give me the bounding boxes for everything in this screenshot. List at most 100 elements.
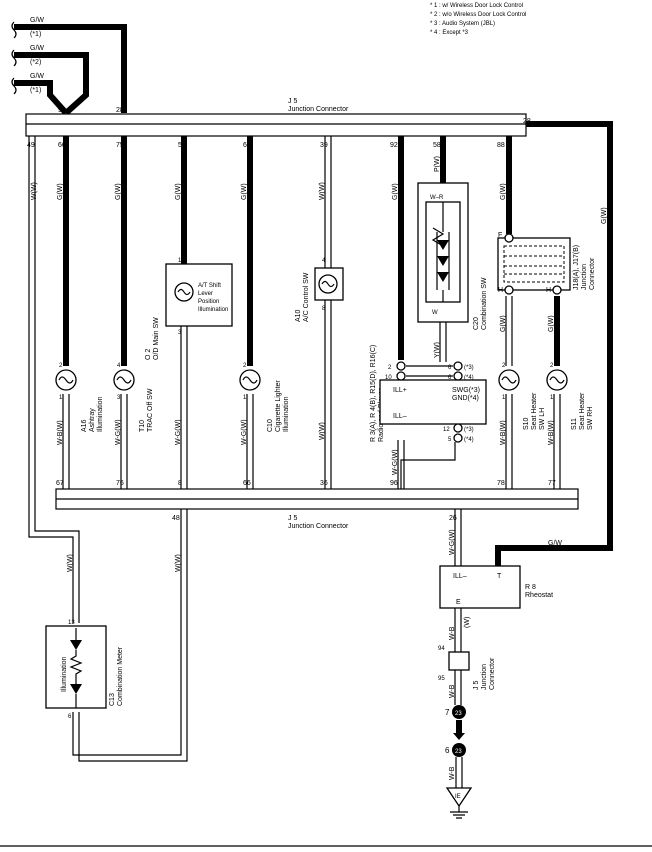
feed-2-wire: G/W (30, 45, 44, 52)
j18-pin-h: H (498, 287, 503, 294)
r8-t: T (497, 573, 502, 580)
feed-3-wire: G/W (30, 73, 44, 80)
radio-swg: SWG(*3) (452, 387, 480, 394)
s10-pin-2: 2 (502, 363, 506, 369)
pin-88: 88 (497, 142, 505, 149)
radio-cond-3b: (*3) (464, 427, 474, 433)
radio-pin-12: 12 (443, 427, 450, 433)
wire-label-yw: Y(W) (434, 342, 441, 358)
a16-name2: Illumination (97, 396, 104, 432)
bulbs (55, 369, 568, 391)
s11-bulb (546, 369, 568, 391)
r8-e: E (456, 599, 461, 606)
j5s-pin-95: 95 (438, 676, 445, 682)
pin-numbers: 2 1 4 3 2 1 1 3 4 8 2 1 2 1 (59, 258, 554, 401)
wire-label-wbw-508: W-B(W) (500, 420, 507, 445)
c13-name: Combination Meter (117, 646, 124, 706)
c13-ill: Illumination (61, 656, 68, 692)
pin-98: 98 (58, 107, 66, 114)
s11-pin-1: 1 (550, 395, 554, 401)
pin-36: 36 (320, 480, 328, 487)
top-junction-connector: J 5 Junction Connector 98 28 28 49 66 75… (25, 98, 531, 149)
pin-77: 77 (548, 480, 556, 487)
t10-bulb (113, 369, 135, 391)
wire-label-ww-328b: W(W) (319, 422, 326, 440)
r8-code: R 8 (525, 584, 536, 591)
j18-name: Junction (581, 264, 588, 290)
feed-1-wire: G/W (30, 17, 44, 24)
c13-pin-13: 13 (68, 620, 75, 626)
radio-ill-plus: ILL+ (393, 387, 407, 394)
wire-label-wgw-184: W-G(W) (175, 419, 182, 445)
wire-label-gw-400: G(W) (392, 183, 399, 200)
wire-label-gw2: G/W (548, 540, 562, 547)
wire-label-wgw-124: W-G(W) (115, 419, 122, 445)
a16-pin-2: 2 (59, 363, 63, 369)
pin-65: 65 (243, 142, 251, 149)
radio-pin-2: 2 (388, 365, 392, 371)
wire-label-wbw-66: W-B(W) (57, 420, 64, 445)
r8-ill: ILL– (453, 573, 467, 580)
j5s-pin-94: 94 (438, 646, 445, 652)
splice-pin-6: 6 (445, 746, 450, 755)
note-2: * 2 : w/o Wireless Door Lock Control (430, 12, 526, 18)
j18-pin-h2: H (546, 287, 551, 294)
splice-pin-7: 7 (445, 708, 450, 717)
feed-3-cond: (*1) (30, 87, 41, 94)
note-3: * 3 : Audio System (JBL) (430, 21, 495, 27)
bottom-junction-connector: J 5 Junction Connector 67 76 8 66 36 96 … (55, 480, 579, 530)
wire-label-wb-2: W-B (449, 684, 456, 698)
wire-label-gw-66: G(W) (57, 183, 64, 200)
t10-name: TRAC Off SW (147, 388, 154, 432)
wire-label-gw-556: G(W) (548, 315, 555, 332)
wire-label-wgw-250: W-G(W) (241, 419, 248, 445)
t10-code: T10 (139, 420, 146, 432)
pin-66: 66 (58, 142, 66, 149)
note-1: * 1 : w/ Wireless Door Lock Control (430, 3, 523, 9)
wire-label-gw-124: G(W) (115, 183, 122, 200)
r8-name: Rheostat (525, 592, 553, 599)
c20-w: W (432, 310, 438, 316)
c20-wr: W–R (430, 195, 444, 201)
c10-bulb (239, 369, 261, 391)
a10-component (314, 267, 344, 301)
o2-pin-1: 1 (178, 258, 182, 264)
feed-wires: G/W (*1) G/W (*2) G/W (*1) (11, 17, 127, 116)
wire-label-gw-250: G(W) (241, 183, 248, 200)
shift-label-1: A/T Shift (198, 283, 221, 289)
o2-code: O 2 (145, 349, 152, 360)
wire-label-ww-328: W(W) (319, 182, 326, 200)
a16-code: A16 (81, 419, 88, 432)
s11-name: Seat Heater (579, 392, 586, 430)
splice-23b: 23 (455, 749, 462, 755)
c10-pin-2: 2 (243, 363, 247, 369)
a10-name: A/C Control SW (303, 272, 310, 322)
radio-pin-6b: 6 (448, 375, 452, 381)
j18-component: F H H (497, 232, 571, 295)
pin-75: 75 (116, 142, 124, 149)
radio-component: ILL+ SWG(*3) GND(*4) ILL– 2 10 6 6 (*3) … (379, 361, 487, 489)
j18-pin-f: F (498, 232, 502, 239)
s11-name2: SW RH (587, 407, 594, 430)
c10-pin-1: 1 (243, 395, 247, 401)
radio-cond-4: (*4) (464, 375, 474, 381)
o2-pin-3: 3 (178, 330, 182, 336)
c13-pin-6: 6 (68, 714, 72, 720)
o2-name: O/D Main SW (153, 317, 160, 360)
pin-58: 58 (433, 142, 441, 149)
wire-label-wgw-26: W-G(W) (449, 529, 456, 555)
pin-5: 5 (178, 142, 182, 149)
s10-name2: SW LH (539, 408, 546, 430)
bottom-connector-name: J 5 (288, 515, 297, 522)
a10-pin-4: 4 (322, 258, 326, 264)
wire-label-gw-184: G(W) (175, 183, 182, 200)
t10-pin-4: 4 (117, 363, 121, 369)
c10-name2: Illumination (283, 396, 290, 432)
branch-wires (28, 121, 613, 762)
pin-28a: 28 (116, 107, 124, 114)
s10-bulb (498, 369, 520, 391)
a16-name: Ashtray (89, 408, 96, 432)
pin-48: 48 (172, 515, 180, 522)
wire-label-pw: P(W) (434, 156, 441, 172)
wire-label-ww-c13: W(W) (67, 554, 74, 572)
